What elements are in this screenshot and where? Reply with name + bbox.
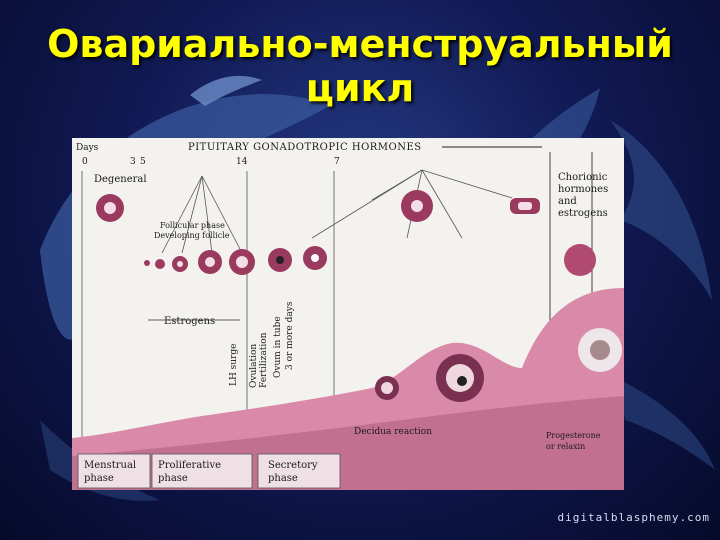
ovulation-label: Ovulation (249, 344, 259, 388)
day-tick-7: 7 (334, 157, 340, 167)
chorionic-label-1: Chorionic (558, 172, 608, 183)
secretory-phase-2: phase (268, 473, 298, 484)
day-tick-14: 14 (236, 157, 248, 167)
diagram-svg: Days 0 3 5 14 7 PITUITARY GONADOTROPIC H… (72, 142, 624, 490)
follicle-series (96, 190, 596, 276)
fertilization-label: Fertilization (259, 332, 269, 388)
days-label: Days (76, 143, 99, 153)
lh-surge-label: LH surge (229, 344, 239, 387)
slide-title-line2: цикл (305, 66, 415, 110)
slide-title-line1: Овариально-менструальный (47, 22, 673, 66)
three-days-label: 3 or more days (285, 301, 295, 370)
developing-follicle-label: Developing follicle (154, 231, 230, 240)
chorionic-label-4: estrogens (558, 208, 608, 219)
ovum-in-tube-label: Ovum in tube (273, 316, 283, 378)
progesterone-label-2: or relaxin (546, 442, 585, 451)
secretory-phase-1: Secretory (268, 460, 318, 471)
follicular-phase-label: Follicular phase (160, 221, 225, 230)
decidua-label: Decidua reaction (354, 427, 432, 437)
menstrual-phase-1: Menstrual (84, 460, 136, 471)
proliferative-phase-2: phase (158, 473, 188, 484)
day-tick-3: 3 (130, 157, 136, 167)
slide-title: Овариально-менструальный цикл (0, 22, 720, 110)
degeneral-label: Degeneral (94, 174, 147, 185)
estrogens-label: Estrogens (164, 316, 215, 327)
credit-text: digitalblasphemy.com (557, 511, 710, 524)
day-tick-5: 5 (140, 157, 146, 167)
menstrual-cycle-diagram: Days 0 3 5 14 7 PITUITARY GONADOTROPIC H… (72, 138, 624, 490)
day-tick-0: 0 (82, 157, 88, 167)
menstrual-phase-2: phase (84, 473, 114, 484)
proliferative-phase-1: Proliferative (158, 460, 221, 471)
hormones-header: PITUITARY GONADOTROPIC HORMONES (188, 142, 422, 153)
chorionic-label-3: and (558, 196, 577, 207)
progesterone-label-1: Progesterone (546, 431, 601, 440)
chorionic-label-2: hormones (558, 184, 608, 195)
